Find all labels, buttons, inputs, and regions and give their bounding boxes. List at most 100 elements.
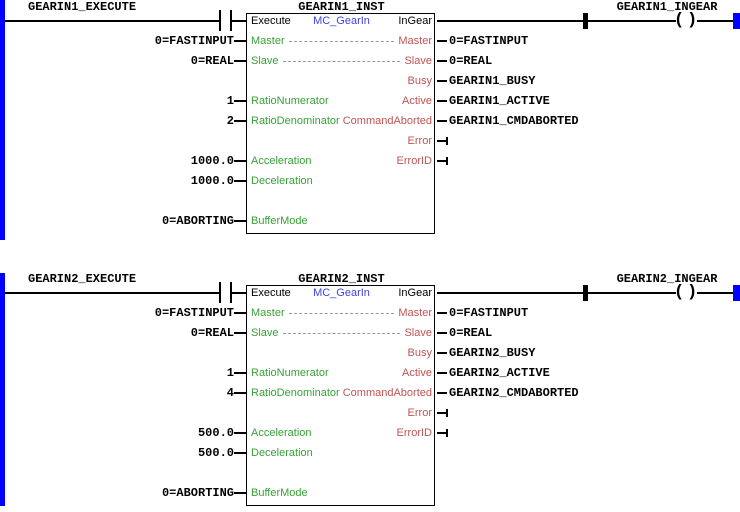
operand-slave-out[interactable]: 0=REAL	[449, 326, 493, 340]
operand-ratiodenominator[interactable]: 2	[226, 114, 234, 128]
pin-stub	[234, 180, 246, 182]
contact-label[interactable]: GEARIN2_EXECUTE	[28, 272, 137, 286]
pin-errorid: ErrorID	[396, 155, 432, 167]
contact-symbol[interactable]	[219, 10, 221, 31]
coil-label[interactable]: GEARIN2_INGEAR	[616, 272, 718, 286]
coil-label[interactable]: GEARIN1_INGEAR	[616, 0, 718, 14]
pin-stub	[437, 40, 447, 42]
inout-dashed-line	[288, 312, 395, 314]
operand-buffermode[interactable]: 0=ABORTING	[161, 486, 234, 500]
pin-execute: Execute	[251, 287, 291, 299]
pin-ingear: InGear	[398, 15, 432, 27]
open-pin-tick	[446, 429, 448, 437]
contact-symbol[interactable]	[230, 282, 232, 303]
pin-errorid: ErrorID	[396, 427, 432, 439]
pin-slave-in: Slave	[251, 55, 279, 67]
pin-commandaborted: CommandAborted	[342, 387, 432, 399]
operand-deceleration[interactable]: 1000.0	[190, 174, 234, 188]
operand-slave-in[interactable]: 0=REAL	[190, 326, 234, 340]
pin-stub	[437, 412, 447, 414]
pin-stub	[234, 392, 246, 394]
pin-master-out: Master	[398, 35, 432, 47]
right-power-rail	[733, 285, 740, 301]
pin-stub	[437, 120, 447, 122]
pin-slave-in: Slave	[251, 327, 279, 339]
operand-buffermode[interactable]: 0=ABORTING	[161, 214, 234, 228]
pin-stub	[437, 372, 447, 374]
pin-stub	[437, 80, 447, 82]
contact-label[interactable]: GEARIN1_EXECUTE	[28, 0, 137, 14]
inout-dashed-line	[288, 40, 395, 42]
pin-slave-out: Slave	[404, 55, 432, 67]
pin-stub	[437, 312, 447, 314]
pin-stub	[234, 332, 246, 334]
pin-rationumerator: RatioNumerator	[251, 95, 329, 107]
pin-busy: Busy	[407, 75, 432, 87]
pin-stub	[234, 220, 246, 222]
operand-busy[interactable]: GEARIN2_BUSY	[449, 346, 536, 360]
operand-acceleration[interactable]: 1000.0	[190, 154, 234, 168]
rung-wire	[232, 20, 246, 22]
operand-master-out[interactable]: 0=FASTINPUT	[449, 34, 529, 48]
left-power-rail	[0, 273, 5, 506]
operand-master-in[interactable]: 0=FASTINPUT	[154, 34, 234, 48]
pin-master-in: Master	[251, 35, 285, 47]
pin-deceleration: Deceleration	[251, 175, 313, 187]
pin-stub	[437, 100, 447, 102]
function-block-box[interactable]	[246, 285, 435, 506]
rung-wire	[437, 20, 676, 22]
pin-buffermode: BufferMode	[251, 487, 308, 499]
rung-wire	[5, 292, 219, 294]
pin-active: Active	[402, 95, 432, 107]
coil-symbol[interactable]: (	[674, 11, 685, 30]
coil-symbol[interactable]: )	[687, 283, 698, 302]
pin-acceleration: Acceleration	[251, 427, 312, 439]
fb-type-name: MC_GearIn	[313, 287, 370, 299]
ladder-network-2: GEARIN2_EXECUTE GEARIN2_INST Execute MC_…	[0, 272, 740, 512]
pin-error: Error	[407, 135, 432, 147]
pin-stub	[234, 372, 246, 374]
pin-deceleration: Deceleration	[251, 447, 313, 459]
operand-active[interactable]: GEARIN2_ACTIVE	[449, 366, 550, 380]
pin-stub	[234, 40, 246, 42]
operand-master-in[interactable]: 0=FASTINPUT	[154, 306, 234, 320]
right-power-rail	[733, 13, 740, 29]
pin-stub	[234, 312, 246, 314]
operand-commandaborted[interactable]: GEARIN2_CMDABORTED	[449, 386, 579, 400]
pin-stub	[234, 60, 246, 62]
operand-deceleration[interactable]: 500.0	[197, 446, 234, 460]
rung-wire	[232, 292, 246, 294]
pin-error: Error	[407, 407, 432, 419]
pin-stub	[437, 392, 447, 394]
function-block-box[interactable]	[246, 13, 435, 234]
operand-busy[interactable]: GEARIN1_BUSY	[449, 74, 536, 88]
open-pin-tick	[446, 409, 448, 417]
open-pin-tick	[446, 137, 448, 145]
ladder-network-1: GEARIN1_EXECUTE GEARIN1_INST Execute MC_…	[0, 0, 740, 240]
pin-ingear: InGear	[398, 287, 432, 299]
fb-instance-name[interactable]: GEARIN1_INST	[298, 0, 385, 14]
left-power-rail	[0, 0, 5, 240]
pin-stub	[234, 492, 246, 494]
rung-wire	[697, 20, 733, 22]
operand-active[interactable]: GEARIN1_ACTIVE	[449, 94, 550, 108]
operand-slave-out[interactable]: 0=REAL	[449, 54, 493, 68]
operand-commandaborted[interactable]: GEARIN1_CMDABORTED	[449, 114, 579, 128]
coil-symbol[interactable]: )	[687, 11, 698, 30]
operand-acceleration[interactable]: 500.0	[197, 426, 234, 440]
operand-master-out[interactable]: 0=FASTINPUT	[449, 306, 529, 320]
rung-wire	[697, 292, 733, 294]
fb-instance-name[interactable]: GEARIN2_INST	[298, 272, 385, 286]
rung-wire	[5, 20, 219, 22]
pin-active: Active	[402, 367, 432, 379]
pin-master-in: Master	[251, 307, 285, 319]
operand-rationumerator[interactable]: 1	[226, 366, 234, 380]
pin-ratiodenominator: RatioDenominator	[251, 115, 340, 127]
operand-slave-in[interactable]: 0=REAL	[190, 54, 234, 68]
pin-commandaborted: CommandAborted	[342, 115, 432, 127]
operand-ratiodenominator[interactable]: 4	[226, 386, 234, 400]
contact-symbol[interactable]	[219, 282, 221, 303]
coil-symbol[interactable]: (	[674, 283, 685, 302]
operand-rationumerator[interactable]: 1	[226, 94, 234, 108]
contact-symbol[interactable]	[230, 10, 232, 31]
